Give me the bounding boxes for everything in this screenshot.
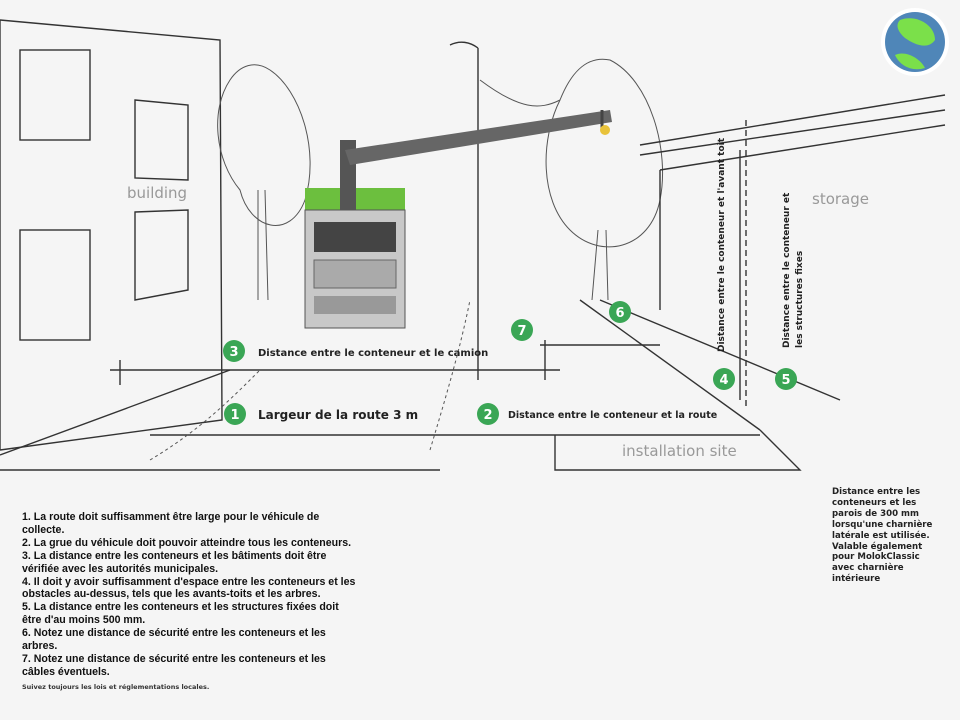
marker-3: 3 <box>223 340 245 362</box>
road-width-label: Largeur de la route 3 m <box>258 408 418 422</box>
svg-text:6: 6 <box>615 306 624 321</box>
container-road-label: Distance entre le conteneur et la route <box>508 410 717 421</box>
ecolog-logo <box>881 8 949 76</box>
marker-1: 1 <box>224 403 246 425</box>
container-roof-label: Distance entre le conteneur et l'avant t… <box>717 137 727 352</box>
container-fixed-label-1: Distance entre le conteneur et <box>782 192 792 348</box>
container-truck-label: Distance entre le conteneur et le camion <box>258 348 488 359</box>
guideline-6: 6. Notez une distance de sécurité entre … <box>22 627 326 653</box>
guideline-7: 7. Notez une distance de sécurité entre … <box>22 652 326 678</box>
street-lamp <box>449 41 479 380</box>
svg-text:4: 4 <box>719 373 728 388</box>
svg-text:1: 1 <box>230 408 239 423</box>
container-fixed-label-2: les structures fixes <box>795 251 805 348</box>
svg-text:2: 2 <box>483 408 492 423</box>
footer-note: Suivez toujours les lois et réglementati… <box>22 682 210 691</box>
guideline-5: 5. La distance entre les conteneurs et l… <box>22 601 339 627</box>
svg-text:7: 7 <box>517 324 526 339</box>
marker-7: 7 <box>511 319 533 341</box>
trees <box>217 58 664 301</box>
marker-6: 6 <box>609 301 631 323</box>
marker-5: 5 <box>775 368 797 390</box>
marker-4: 4 <box>713 368 735 390</box>
storage-drawing: storage <box>639 94 946 400</box>
svg-text:5: 5 <box>781 373 790 388</box>
building-drawing: building <box>0 19 223 451</box>
left-text-column: 1. La route doit suffisamment être large… <box>22 511 356 691</box>
guideline-1: 1. La route doit suffisamment être large… <box>22 511 320 536</box>
guideline-3: 3. La distance entre les conteneurs et l… <box>22 549 327 575</box>
side-note: Distance entre les conteneurs et les par… <box>832 487 933 585</box>
cable <box>479 79 561 107</box>
collection-truck <box>304 110 612 329</box>
guideline-4: 4. Il doit y avoir suffisamment d'espace… <box>22 575 356 601</box>
marker-2: 2 <box>477 403 499 425</box>
guideline-2: 2. La grue du véhicule doit pouvoir atte… <box>22 536 352 549</box>
road <box>0 299 841 471</box>
storage-label: storage <box>812 190 869 208</box>
guidelines-list: 1. La route doit suffisamment être large… <box>22 511 356 679</box>
building-label: building <box>127 184 187 202</box>
installation-site-area <box>554 429 802 471</box>
installation-site-label: installation site <box>622 442 737 460</box>
svg-text:3: 3 <box>229 345 238 360</box>
